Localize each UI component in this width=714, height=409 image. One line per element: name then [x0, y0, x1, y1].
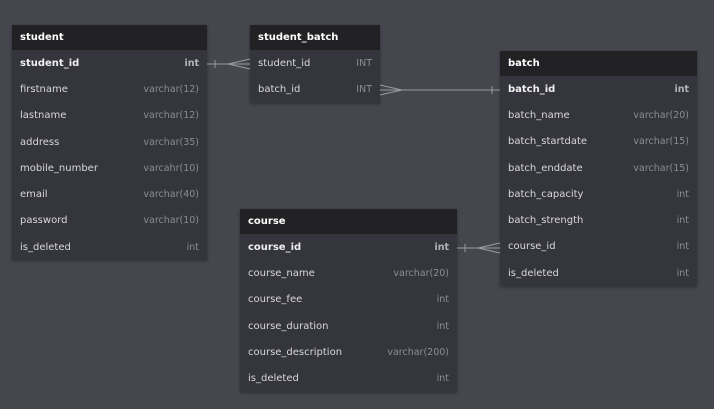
column-type: INT: [356, 83, 372, 95]
column-name: batch_id: [508, 83, 556, 95]
column-type: int: [674, 83, 689, 95]
column-name: course_description: [248, 346, 343, 358]
table-row[interactable]: batch_id int: [500, 76, 697, 102]
table-row[interactable]: address varchar(35): [12, 129, 207, 155]
relationship-course-to-batch[interactable]: [457, 242, 501, 254]
column-type: int: [434, 241, 449, 253]
table-row[interactable]: password varchar(10): [12, 208, 207, 234]
table-student-title: student: [12, 25, 207, 50]
table-row[interactable]: batch_strength int: [500, 207, 697, 233]
column-type: varchar(35): [143, 136, 199, 148]
column-type: int: [186, 241, 199, 253]
table-row[interactable]: mobile_number varcahr(10): [12, 155, 207, 181]
table-row[interactable]: course_description varchar(200): [240, 339, 457, 365]
column-name: batch_strength: [508, 215, 584, 227]
column-name: is_deleted: [20, 241, 71, 253]
table-row[interactable]: batch_enddate varchar(15): [500, 155, 697, 181]
column-name: course_name: [248, 267, 315, 279]
table-row[interactable]: firstname varchar(12): [12, 76, 207, 102]
column-name: is_deleted: [508, 267, 559, 279]
column-type: INT: [356, 57, 372, 69]
table-row[interactable]: course_id int: [500, 234, 697, 260]
column-type: int: [676, 241, 689, 253]
column-name: address: [20, 136, 60, 148]
column-type: varchar(12): [143, 83, 199, 95]
crowfoot-upper: [379, 84, 403, 91]
table-row[interactable]: batch_startdate varchar(15): [500, 129, 697, 155]
table-row[interactable]: email varchar(40): [12, 181, 207, 207]
column-name: course_duration: [248, 320, 329, 332]
column-name: student_id: [258, 57, 311, 69]
column-name: mobile_number: [20, 162, 98, 174]
table-row[interactable]: student_id INT: [250, 50, 380, 76]
relationship-student-to-student-batch[interactable]: [207, 58, 251, 70]
column-name: batch_id: [258, 83, 301, 95]
column-name: batch_name: [508, 109, 570, 121]
column-name: lastname: [20, 110, 67, 122]
column-type: varcahr(10): [143, 162, 199, 174]
column-name: is_deleted: [248, 373, 299, 385]
column-type: varchar(20): [633, 109, 689, 121]
column-type: int: [436, 373, 449, 385]
column-name: batch_enddate: [508, 162, 583, 174]
table-row[interactable]: course_id int: [240, 234, 457, 260]
crowfoot-upper: [477, 242, 501, 249]
column-type: int: [676, 267, 689, 279]
table-row[interactable]: is_deleted int: [12, 234, 207, 260]
table-batch-title: batch: [500, 51, 697, 76]
table-row[interactable]: batch_capacity int: [500, 181, 697, 207]
column-name: email: [20, 189, 48, 201]
column-type: varchar(40): [143, 189, 199, 201]
table-row[interactable]: batch_name varchar(20): [500, 102, 697, 128]
column-type: varchar(12): [143, 110, 199, 122]
column-name: batch_capacity: [508, 188, 584, 200]
column-name: student_id: [20, 57, 80, 69]
crowfoot-lower: [477, 247, 501, 254]
crowfoot-lower: [379, 89, 403, 96]
table-row[interactable]: batch_id INT: [250, 76, 380, 102]
crowfoot-lower: [227, 63, 251, 70]
crowfoot-upper: [227, 58, 251, 65]
column-type: int: [676, 188, 689, 200]
relationship-student-batch-to-batch[interactable]: [379, 84, 500, 96]
table-row[interactable]: is_deleted int: [500, 260, 697, 286]
table-student-batch-title: student_batch: [250, 25, 380, 50]
column-type: varchar(15): [633, 136, 689, 148]
column-name: course_fee: [248, 294, 303, 306]
column-type: varchar(200): [387, 346, 449, 358]
column-type: int: [676, 215, 689, 227]
column-type: int: [184, 57, 199, 69]
table-row[interactable]: course_fee int: [240, 287, 457, 313]
column-type: int: [436, 294, 449, 306]
table-row[interactable]: lastname varchar(12): [12, 103, 207, 129]
column-name: batch_startdate: [508, 136, 588, 148]
column-type: varchar(20): [393, 267, 449, 279]
column-name: password: [20, 215, 68, 227]
column-type: varchar(15): [633, 162, 689, 174]
table-row[interactable]: is_deleted int: [240, 365, 457, 391]
table-row[interactable]: course_duration int: [240, 313, 457, 339]
table-row[interactable]: student_id int: [12, 50, 207, 76]
column-name: course_id: [248, 241, 302, 253]
table-row[interactable]: course_name varchar(20): [240, 260, 457, 286]
column-type: varchar(10): [143, 215, 199, 227]
column-type: int: [436, 320, 449, 332]
table-course-title: course: [240, 209, 457, 234]
column-name: course_id: [508, 241, 556, 253]
column-name: firstname: [20, 83, 68, 95]
